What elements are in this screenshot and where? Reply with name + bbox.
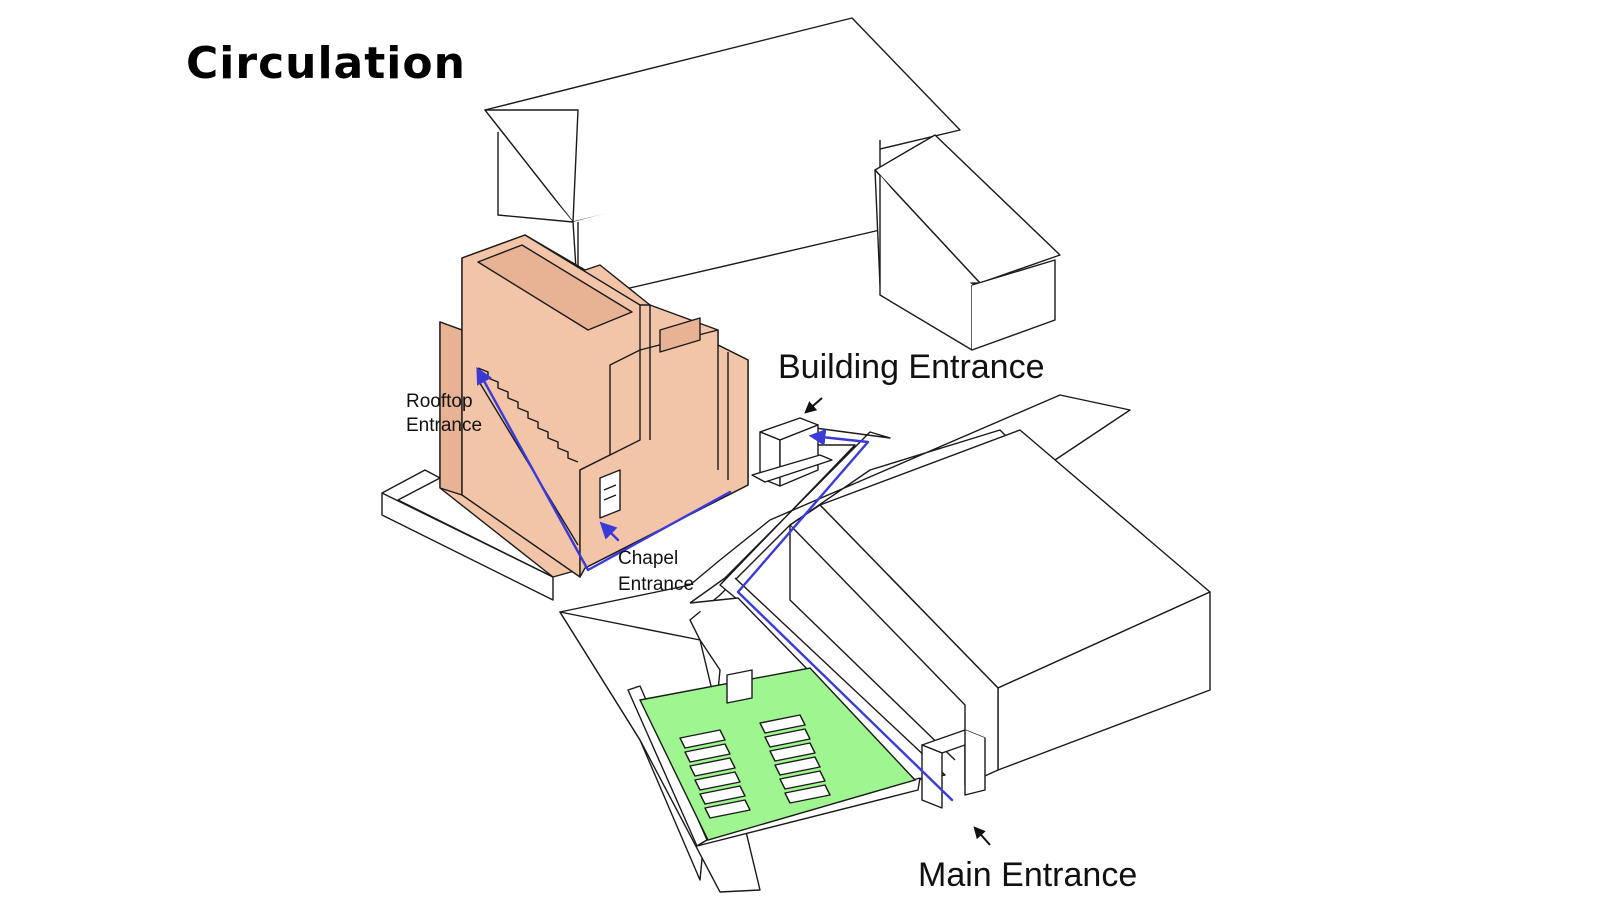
building-entrance-canopy <box>751 417 833 487</box>
rooftop-entrance-label-line2: Entrance <box>406 415 482 436</box>
front-retaining-wall <box>381 469 554 601</box>
path-to-chapel <box>476 367 732 572</box>
chapel-building <box>439 234 749 578</box>
page-title: Circulation <box>186 38 466 89</box>
lower-right-block <box>789 429 1211 786</box>
main-entrance-pointer <box>973 826 991 846</box>
path-chapel-door <box>599 521 620 542</box>
rooftop-entrance-label-line1: Rooftop <box>406 391 473 412</box>
small-gabled-house <box>874 134 1061 351</box>
circulation-path <box>476 367 954 802</box>
garden-area <box>627 667 921 847</box>
path-main-to-building <box>736 429 954 802</box>
main-entrance-label: Main Entrance <box>918 856 1137 894</box>
chapel-entrance-label-line2: Entrance <box>618 574 694 595</box>
building-entrance-pointer <box>804 397 823 414</box>
chapel-entrance-label-line1: Chapel <box>618 548 678 569</box>
building-entrance-label: Building Entrance <box>778 348 1045 386</box>
bench-group <box>679 714 831 819</box>
main-entrance-gate <box>921 729 986 809</box>
